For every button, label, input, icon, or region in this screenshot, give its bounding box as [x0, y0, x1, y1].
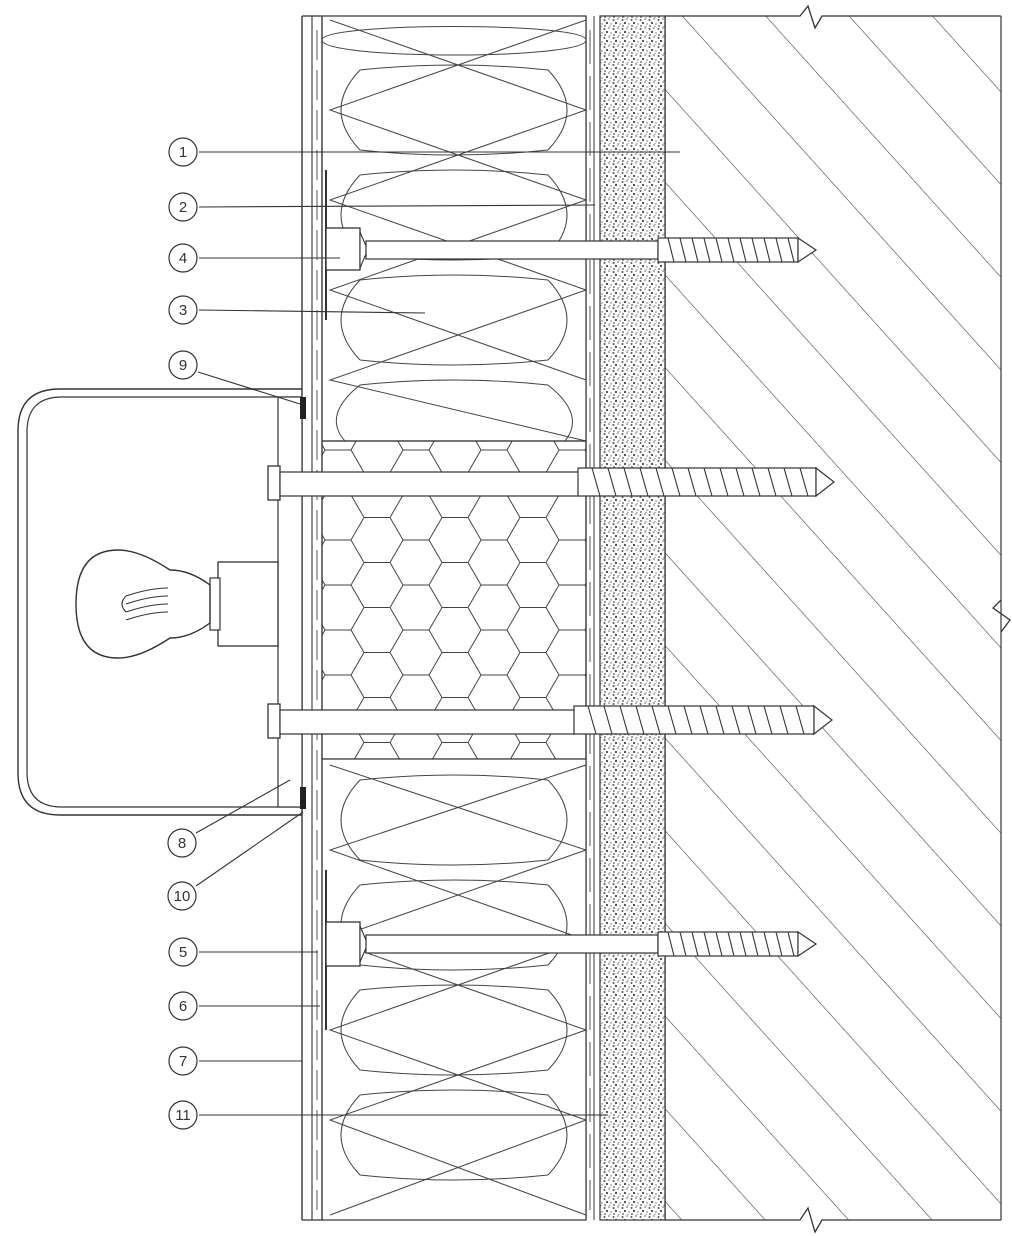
callout-5: 5 [168, 937, 198, 967]
callout-6: 6 [168, 991, 198, 1021]
callout-2: 2 [168, 192, 198, 222]
callout-7-label: 7 [179, 1053, 187, 1070]
callout-leader-lines [195, 151, 680, 1116]
callout-4-label: 4 [179, 250, 187, 267]
callout-11: 11 [168, 1100, 198, 1130]
fixture-anchor-lower [267, 703, 833, 739]
callout-1-label: 1 [179, 144, 187, 161]
render-layers [301, 15, 327, 1221]
plaster-layer [599, 15, 666, 1221]
callout-3: 3 [168, 295, 198, 325]
callout-4: 4 [168, 243, 198, 273]
fixture-anchor-upper [267, 465, 835, 501]
callout-9: 9 [168, 350, 198, 380]
insulation-mineral-wool-bottom [321, 758, 588, 1221]
callout-6-label: 6 [179, 998, 187, 1015]
screw-anchor-lower [325, 921, 818, 967]
insulation-mineral-wool-top [321, 15, 588, 442]
masonry-substrate [664, 4, 1011, 1234]
callout-10-label: 10 [174, 888, 191, 905]
callout-5-label: 5 [179, 944, 187, 961]
callout-10: 10 [167, 881, 197, 911]
callout-9-label: 9 [179, 357, 187, 374]
callout-3-label: 3 [179, 302, 187, 319]
callout-11-label: 11 [175, 1107, 191, 1124]
callout-7: 7 [168, 1046, 198, 1076]
light-fixture [17, 388, 306, 816]
screw-anchor-upper [325, 227, 818, 271]
callout-2-label: 2 [179, 199, 187, 216]
adhesive-layer [585, 16, 595, 1220]
callout-8-label: 8 [178, 835, 186, 852]
callout-1: 1 [168, 137, 198, 167]
callout-8: 8 [167, 828, 197, 858]
